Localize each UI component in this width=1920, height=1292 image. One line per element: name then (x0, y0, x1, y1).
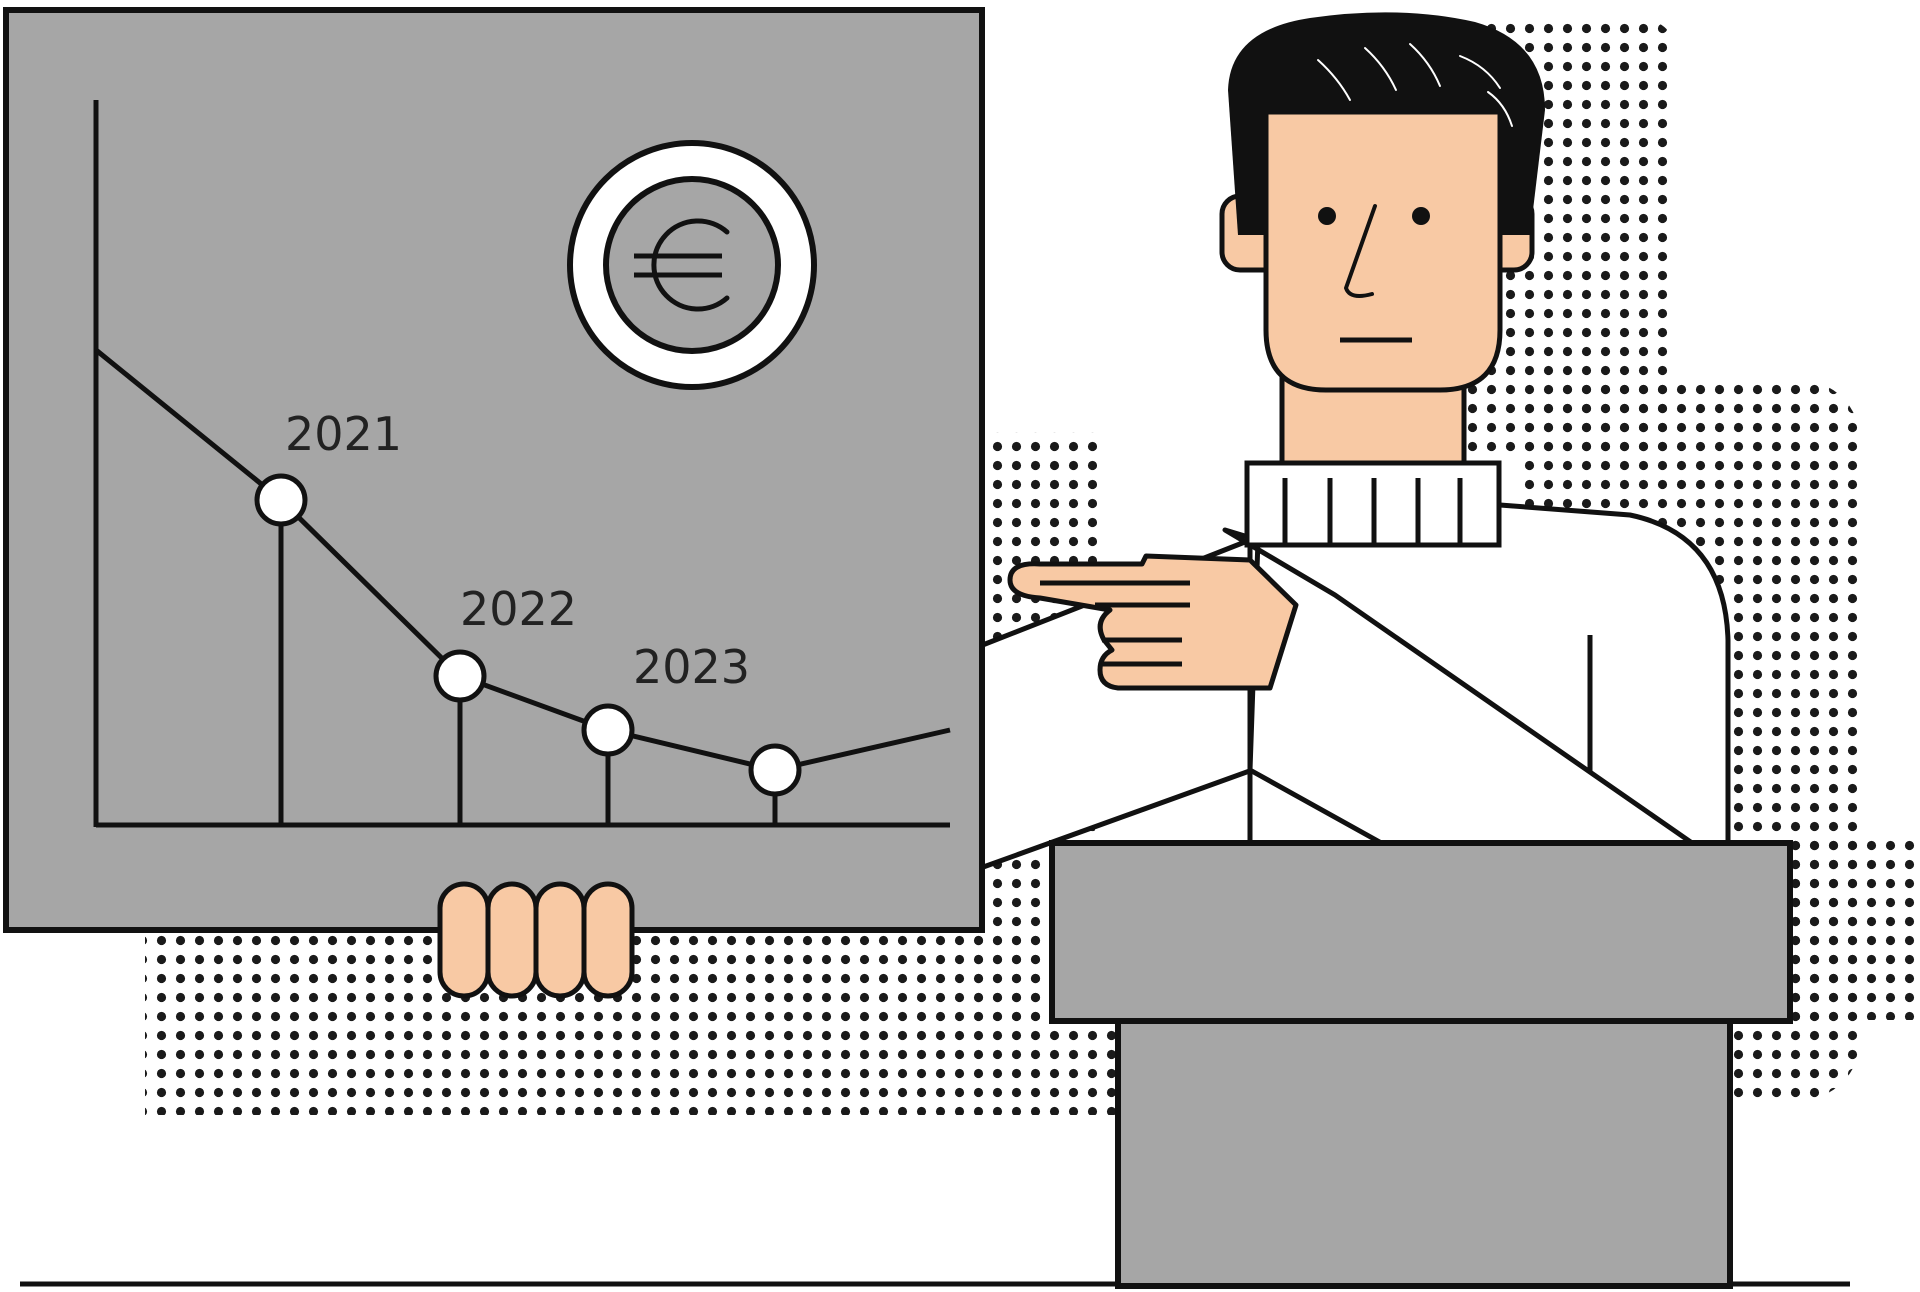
hair-strands (1317, 43, 1513, 127)
chart-board: 2021 2022 2023 (3, 7, 985, 933)
chart-trend-line (94, 348, 951, 773)
face (1263, 109, 1503, 393)
nose (1344, 204, 1377, 298)
year-label-2023: 2023 (633, 640, 750, 694)
chart-marker (433, 649, 487, 703)
chart-marker (581, 703, 635, 757)
right-eye (1412, 207, 1430, 225)
euro-coin-icon (567, 140, 817, 390)
year-label-2022: 2022 (460, 582, 577, 636)
year-label-2021: 2021 (285, 407, 402, 461)
holding-hand (437, 881, 635, 999)
turtleneck-collar (1244, 460, 1502, 548)
lectern (1049, 840, 1793, 1289)
left-eye (1318, 207, 1336, 225)
chart-marker (748, 743, 802, 797)
chart-marker (254, 473, 308, 527)
pointing-hand (1007, 553, 1299, 691)
